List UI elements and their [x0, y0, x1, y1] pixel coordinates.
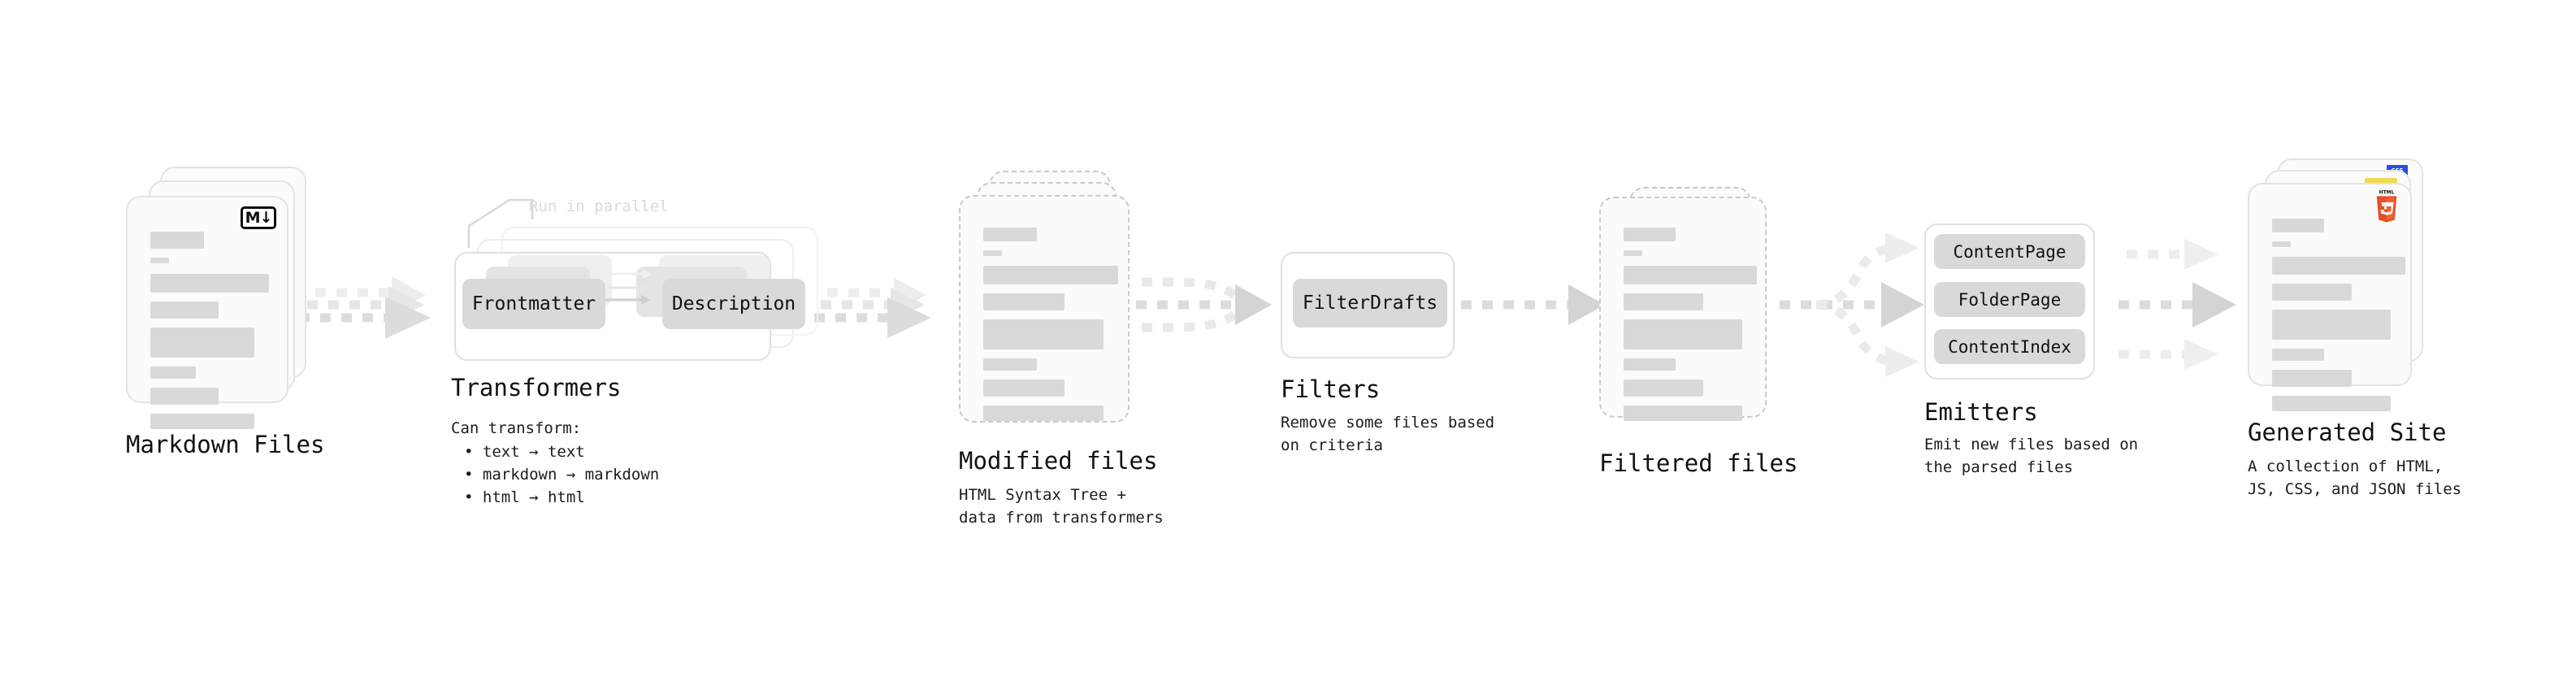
site-doc-front-html: HTML — [2248, 183, 2412, 411]
arrow-emitters-to-site — [2118, 239, 2236, 370]
stage-markdown-files: M↓ Markdown Files — [126, 167, 324, 458]
transformers-subtitle: Can transform: — [451, 419, 582, 437]
markdown-doc-front: M↓ — [126, 196, 288, 429]
run-in-parallel-label: Run in parallel — [529, 197, 669, 215]
markdown-doc-placeholder-lines — [150, 232, 269, 438]
filtered-files-title: Filtered files — [1599, 449, 1798, 477]
run-in-parallel-callout-line — [467, 198, 534, 248]
transformers-bullet-1: • markdown → markdown — [464, 466, 660, 484]
modified-doc-placeholder-lines — [983, 228, 1118, 430]
emitter-chip-contentpage[interactable]: ContentPage — [1934, 234, 2085, 269]
markdown-icon: M↓ — [241, 206, 276, 229]
markdown-icon-label: M↓ — [245, 208, 273, 227]
svg-text:HTML: HTML — [2379, 190, 2395, 196]
html5-icon: HTML — [2376, 190, 2397, 223]
emitters-subtitle-0: Emit new files based on — [1924, 436, 2139, 453]
generated-site-subtitle-1: JS, CSS, and JSON files — [2248, 480, 2462, 498]
filters-title: Filters — [1281, 375, 1381, 403]
modified-doc-front — [959, 195, 1130, 423]
filters-subtitle-1: on criteria — [1281, 436, 1383, 454]
stage-modified-files: Modified files HTML Syntax Tree + data f… — [959, 171, 1164, 527]
site-doc-placeholder-lines — [2272, 219, 2405, 420]
emitters-title: Emitters — [1924, 398, 2038, 426]
filters-subtitle-0: Remove some files based — [1281, 414, 1495, 432]
transformer-chip-description[interactable]: Description — [662, 279, 805, 329]
filtered-doc-placeholder-lines — [1624, 228, 1757, 430]
markdown-files-title: Markdown Files — [126, 431, 325, 458]
modified-files-title: Modified files — [959, 447, 1158, 475]
generated-site-subtitle-0: A collection of HTML, — [2248, 458, 2444, 475]
filtered-doc-front — [1599, 197, 1767, 421]
emitter-chip-contentindex[interactable]: ContentIndex — [1934, 329, 2085, 364]
arrow-filters-to-filtered — [1461, 284, 1605, 325]
transformer-inner-arrows — [605, 269, 653, 305]
modified-files-subtitle-0: HTML Syntax Tree + — [959, 486, 1126, 504]
stage-generated-site: CSS HTML — [2248, 158, 2461, 498]
transformers-bullet-0: • text → text — [464, 443, 585, 461]
transformer-chip-frontmatter[interactable]: Frontmatter — [462, 279, 605, 329]
arrow-filtered-to-emitters — [1780, 232, 1924, 377]
emitter-chip-folderpage[interactable]: FolderPage — [1934, 282, 2085, 317]
arrow-markdown-to-transformers — [299, 276, 431, 339]
emitters-subtitle-1: the parsed files — [1924, 458, 2074, 476]
generated-site-title: Generated Site — [2248, 419, 2447, 446]
filter-chip-filterdrafts[interactable]: FilterDrafts — [1293, 279, 1447, 327]
transformers-bullet-2: • html → html — [464, 488, 585, 506]
stage-filtered-files: Filtered files — [1599, 187, 1798, 477]
arrow-modified-to-filters — [1136, 277, 1272, 332]
transformers-title: Transformers — [451, 374, 622, 401]
modified-files-subtitle-1: data from transformers — [959, 509, 1164, 527]
arrow-transformers-to-modified — [814, 278, 931, 338]
